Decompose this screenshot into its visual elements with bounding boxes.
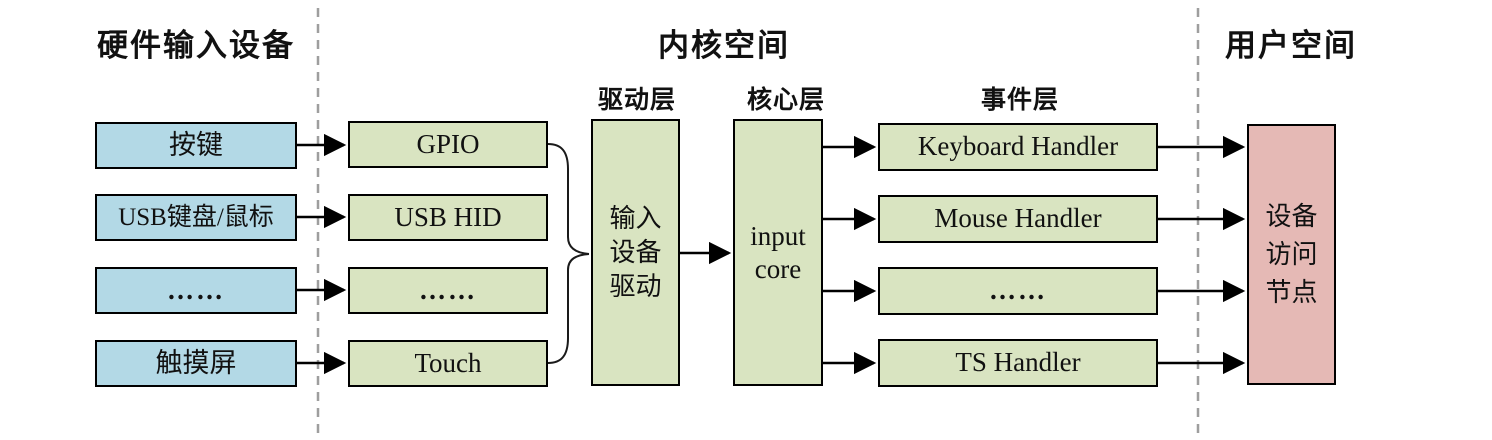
hw-box-ellipsis: ……: [95, 267, 297, 314]
handler-box-ts: TS Handler: [878, 339, 1158, 387]
hw-box-touchscreen: 触摸屏: [95, 340, 297, 387]
input-device-driver-label: 输入 设备 驱动: [609, 203, 662, 301]
device-node-label: 设备 访问 节点: [1265, 201, 1318, 307]
handler-box-ts-label: TS Handler: [955, 347, 1081, 378]
handler-box-ellipsis-label: ……: [989, 275, 1047, 306]
layer-label-event: 事件层: [980, 87, 1059, 114]
handler-box-keyboard-label: Keyboard Handler: [917, 131, 1119, 162]
hw-box-touchscreen-label: 触摸屏: [155, 347, 237, 378]
drv-box-ellipsis-label: ……: [419, 274, 477, 305]
input-core-box: input core: [733, 119, 823, 386]
hardware-to-driver-arrows: [297, 133, 347, 375]
section-title-user: 用户空间: [1225, 28, 1357, 63]
section-title-kernel: 内核空间: [658, 28, 790, 63]
input-device-driver-box: 输入 设备 驱动: [591, 119, 680, 386]
hw-box-usb-keyboard-mouse-label: USB键盘/鼠标: [118, 203, 274, 231]
hw-box-ellipsis-label: ……: [167, 274, 225, 305]
handler-box-mouse: Mouse Handler: [878, 195, 1158, 243]
drv-box-gpio: GPIO: [348, 121, 548, 168]
section-title-hardware: 硬件输入设备: [97, 28, 295, 63]
drv-box-usb-hid-label: USB HID: [394, 201, 502, 232]
device-node-box: 设备 访问 节点: [1247, 124, 1336, 385]
driver-brace-connector: [547, 143, 590, 364]
drv-box-usb-hid: USB HID: [348, 194, 548, 241]
core-to-handler-arrows: [823, 135, 877, 375]
handler-to-node-arrows: [1158, 135, 1246, 375]
handler-box-mouse-label: Mouse Handler: [934, 203, 1102, 234]
drv-box-touch-label: Touch: [414, 347, 482, 378]
drv-box-touch: Touch: [348, 340, 548, 387]
drv-box-ellipsis: ……: [348, 267, 548, 314]
drv-box-gpio-label: GPIO: [416, 128, 480, 159]
layer-label-core: 核心层: [746, 87, 825, 114]
handler-box-keyboard: Keyboard Handler: [878, 123, 1158, 171]
hw-box-button: 按键: [95, 122, 297, 169]
layer-label-driver: 驱动层: [597, 87, 676, 114]
input-core-label: input core: [750, 220, 806, 284]
hw-box-button-label: 按键: [169, 129, 223, 160]
handler-box-ellipsis: ……: [878, 267, 1158, 315]
hw-box-usb-keyboard-mouse: USB键盘/鼠标: [95, 194, 297, 241]
